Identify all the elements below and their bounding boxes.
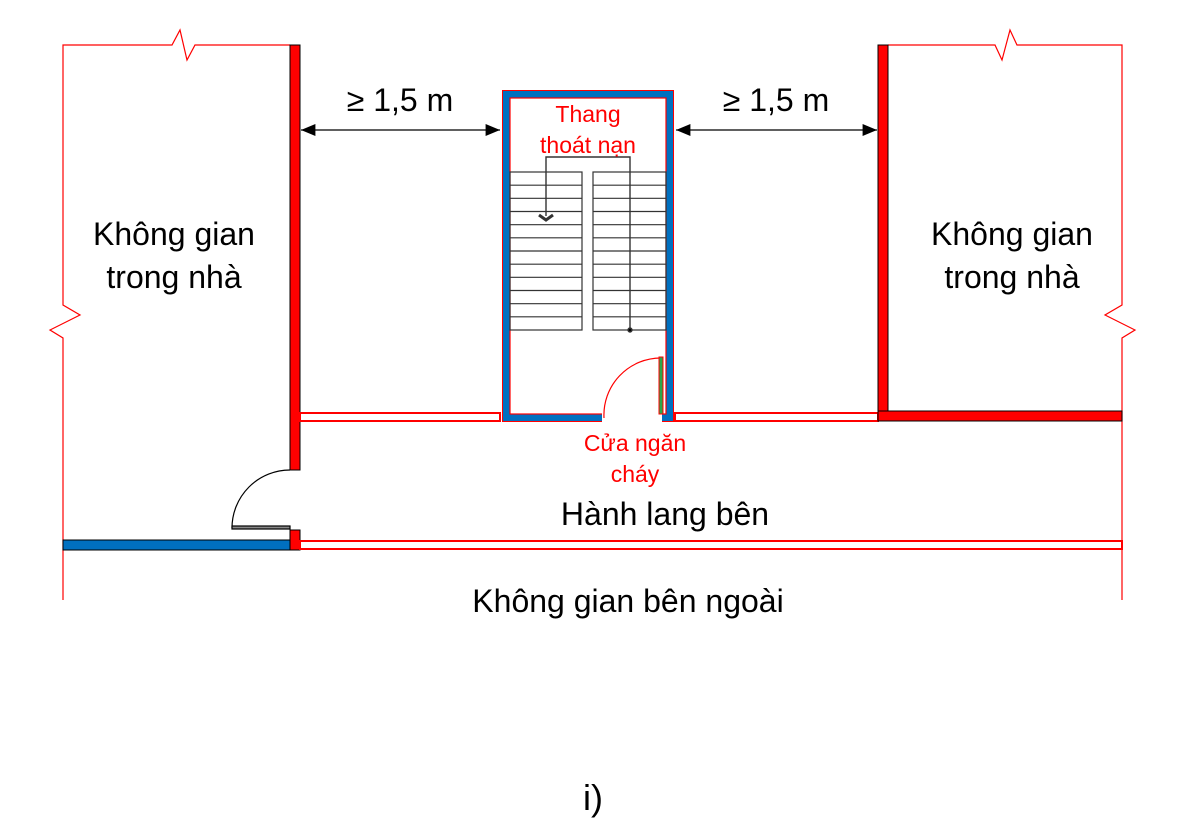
door-label-2: cháy <box>611 461 660 487</box>
door-label-1: Cửa ngăn <box>584 430 686 456</box>
corridor-label: Hành lang bên <box>561 496 769 532</box>
left-dimension-label: ≥ 1,5 m <box>347 82 453 118</box>
outside-label: Không gian bên ngoài <box>472 583 783 619</box>
right-room-bottom-wall <box>877 410 1123 422</box>
stair-label-2: thoát nạn <box>540 132 636 158</box>
fire-door <box>603 356 664 419</box>
left-room-outline <box>48 28 290 600</box>
stair-label-1: Thang <box>555 101 620 127</box>
left-room-bottom-wall <box>62 539 291 551</box>
left-room-label-1: Không gian <box>93 216 255 252</box>
wall-corner <box>289 529 301 551</box>
right-room-wall <box>877 44 889 422</box>
right-room-outline <box>888 28 1137 600</box>
figure-caption: i) <box>583 777 603 818</box>
right-room-label-2: trong nhà <box>944 259 1079 295</box>
right-dimension-label: ≥ 1,5 m <box>723 82 829 118</box>
left-room-wall <box>289 44 301 471</box>
left-room-label-2: trong nhà <box>106 259 241 295</box>
right-room-label-1: Không gian <box>931 216 1093 252</box>
stair-direction-line <box>538 156 633 333</box>
left-door <box>231 469 291 530</box>
